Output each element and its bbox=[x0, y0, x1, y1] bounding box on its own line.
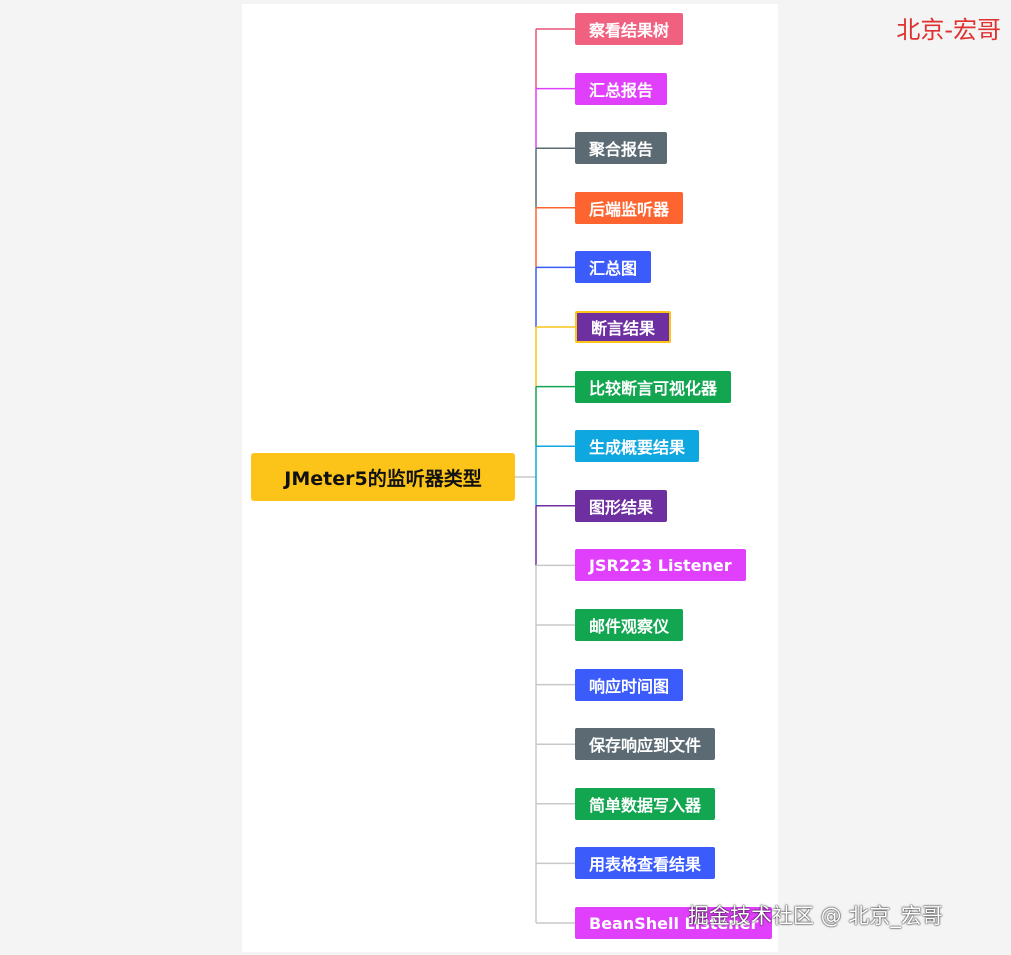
mindmap-child-node[interactable]: 比较断言可视化器 bbox=[575, 370, 732, 403]
mindmap-child-node[interactable]: 聚合报告 bbox=[575, 132, 668, 165]
root-node-label: JMeter5的监听器类型 bbox=[284, 467, 482, 490]
child-node-label: 聚合报告 bbox=[589, 140, 654, 160]
child-node-label: 简单数据写入器 bbox=[589, 795, 702, 815]
child-node-label: JSR223 Listener bbox=[589, 555, 732, 575]
mindmap-child-node[interactable]: JSR223 Listener bbox=[575, 549, 746, 582]
child-node-label: 生成概要结果 bbox=[589, 438, 686, 458]
child-node-label: 汇总报告 bbox=[589, 80, 654, 100]
mindmap-child-node[interactable]: 简单数据写入器 bbox=[575, 787, 716, 820]
child-node-label: 用表格查看结果 bbox=[589, 855, 702, 875]
child-node-label: 后端监听器 bbox=[589, 199, 670, 219]
mindmap-child-node[interactable]: 响应时间图 bbox=[575, 668, 684, 701]
mindmap-child-node[interactable]: 断言结果 bbox=[575, 311, 672, 343]
child-node-label: 响应时间图 bbox=[589, 676, 670, 696]
child-node-label: 汇总图 bbox=[589, 259, 638, 279]
author-label: 北京-宏哥 bbox=[896, 16, 1001, 44]
mindmap-child-node[interactable]: 汇总报告 bbox=[575, 72, 668, 105]
mindmap-child-node[interactable]: 生成概要结果 bbox=[575, 430, 700, 463]
child-node-label: 邮件观察仪 bbox=[589, 617, 670, 636]
mindmap-child-node[interactable]: 邮件观察仪 bbox=[575, 609, 684, 641]
mindmap-root-node[interactable]: JMeter5的监听器类型 bbox=[251, 453, 515, 501]
mindmap-child-node[interactable]: 保存响应到文件 bbox=[575, 728, 716, 761]
mindmap-child-node[interactable]: BeanShell Listener bbox=[575, 907, 773, 939]
child-node-label: 保存响应到文件 bbox=[589, 736, 702, 756]
mindmap-child-node[interactable]: 察看结果树 bbox=[575, 13, 684, 45]
mindmap-child-node[interactable]: 汇总图 bbox=[575, 251, 652, 284]
mindmap-child-node[interactable]: 图形结果 bbox=[575, 489, 668, 522]
child-node-label: 图形结果 bbox=[589, 497, 654, 517]
child-node-label: BeanShell Listener bbox=[589, 913, 759, 933]
child-node-label: 断言结果 bbox=[591, 319, 656, 338]
child-node-label: 比较断言可视化器 bbox=[589, 378, 718, 398]
watermark: 掘金技术社区 @ 北京_宏哥 bbox=[688, 904, 943, 928]
mindmap-child-node[interactable]: 后端监听器 bbox=[575, 191, 684, 224]
mindmap-child-node[interactable]: 用表格查看结果 bbox=[575, 847, 716, 880]
child-node-label: 察看结果树 bbox=[589, 21, 670, 40]
